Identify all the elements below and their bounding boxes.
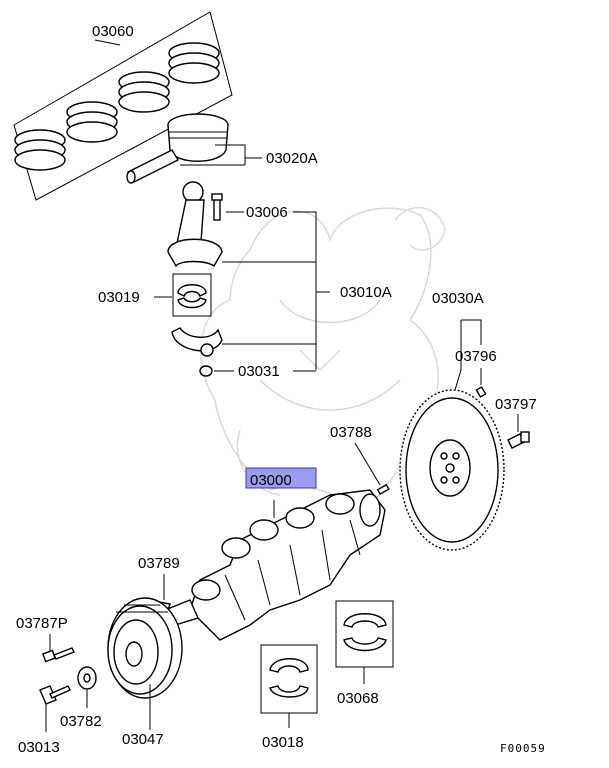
main-bearing-upper: 03068 xyxy=(335,600,394,707)
figure-code: F00059 xyxy=(500,742,546,755)
ring-stack-2 xyxy=(66,101,118,143)
crank-pin: 03788 xyxy=(330,424,390,496)
label-03797: 03797 xyxy=(495,396,537,413)
label-03010A: 03010A xyxy=(340,284,392,301)
label-03787P: 03787P xyxy=(16,615,68,632)
conrod-bearing-upper: 03019 xyxy=(98,273,212,317)
ring-stack-1 xyxy=(14,129,66,171)
label-03018: 03018 xyxy=(262,734,304,751)
label-03047: 03047 xyxy=(122,731,164,748)
ring-set-box xyxy=(13,11,233,201)
label-03782: 03782 xyxy=(60,713,102,730)
label-03060: 03060 xyxy=(92,23,134,40)
piston-ring-set: 03060 xyxy=(13,11,233,201)
label-03788: 03788 xyxy=(330,424,372,441)
conrod-cap: 03031 xyxy=(171,327,316,380)
label-03030A: 03030A xyxy=(432,290,484,307)
label-03000: 03000 xyxy=(250,472,292,489)
piston-assembly: 03020A xyxy=(126,113,318,184)
label-03789: 03789 xyxy=(138,555,180,572)
ring-stack-3 xyxy=(118,71,170,113)
pulley-washer: 03782 xyxy=(60,666,102,730)
label-03006: 03006 xyxy=(246,204,288,221)
label-03013: 03013 xyxy=(18,739,60,756)
label-03020A: 03020A xyxy=(266,150,318,167)
ring-stack-4 xyxy=(168,42,220,84)
main-bearing-lower: 03018 xyxy=(260,644,318,751)
label-03796: 03796 xyxy=(455,348,497,365)
label-03068: 03068 xyxy=(337,690,379,707)
crank-pulley: 03047 xyxy=(107,597,183,748)
crankshaft: 03000 xyxy=(159,467,386,641)
pulley-bolt: 03013 xyxy=(18,685,71,756)
highlight-box-03000 xyxy=(245,467,317,489)
label-03031: 03031 xyxy=(238,363,280,380)
label-03019: 03019 xyxy=(98,289,140,306)
pulley-bolt-small: 03787P xyxy=(16,615,75,663)
connecting-rod: 03006 03010A xyxy=(167,181,392,370)
flywheel: 03030A 03796 03797 xyxy=(399,290,537,551)
